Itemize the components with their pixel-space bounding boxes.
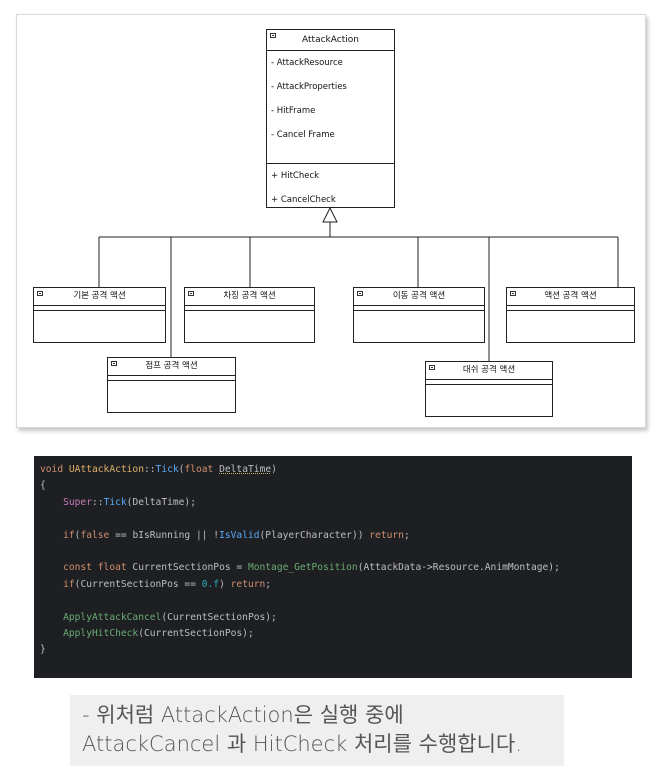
class-name: 이동 공격 액션 — [392, 291, 446, 301]
operation-item: + HitCheck — [271, 171, 320, 181]
attribute-item: - Cancel Frame — [271, 130, 335, 140]
collapse-icon — [188, 291, 194, 296]
class-header: 차징 공격 액션 — [185, 288, 314, 305]
operations-section — [426, 384, 552, 385]
attributes-section: - AttackResource - AttackProperties - Hi… — [267, 50, 394, 163]
code-line: ApplyAttackCancel(CurrentSectionPos); — [63, 611, 277, 623]
class-header: 액션 공격 액션 — [507, 288, 634, 305]
class-name: 기본 공격 액션 — [73, 291, 126, 301]
collapse-icon — [270, 33, 276, 38]
class-action-attack: 액션 공격 액션 — [506, 287, 635, 343]
operations-section — [354, 310, 484, 311]
code-line: ApplyHitCheck(CurrentSectionPos); — [63, 627, 254, 639]
inheritance-connectors — [98, 206, 619, 361]
collapse-icon — [37, 291, 43, 296]
code-block: void UAttackAction::Tick(float DeltaTime… — [34, 456, 632, 678]
attribute-item: - AttackProperties — [271, 82, 347, 92]
class-diagram: AttackAction - AttackResource - AttackPr… — [16, 14, 646, 428]
class-charge-attack: 차징 공격 액션 — [184, 287, 315, 343]
attributes-section — [34, 305, 165, 310]
operations-section — [185, 310, 314, 311]
class-header: 점프 공격 액션 — [108, 358, 235, 375]
code-line — [40, 593, 632, 609]
caption-line: - 위처럼 AttackAction은 실행 중에 — [82, 703, 404, 727]
class-name: AttackAction — [302, 35, 359, 45]
code-line: } — [40, 644, 46, 656]
class-dash-attack: 대쉬 공격 액션 — [425, 361, 553, 417]
collapse-icon — [429, 365, 435, 370]
attributes-section — [108, 375, 235, 380]
attribute-item: - AttackResource — [271, 58, 343, 68]
attributes-section — [507, 305, 634, 310]
caption-line: AttackCancel 과 HitCheck 처리를 수행합니다. — [82, 732, 522, 756]
operation-item: + CancelCheck — [271, 195, 336, 205]
class-header: 기본 공격 액션 — [34, 288, 165, 305]
class-name: 액션 공격 액션 — [544, 291, 597, 301]
code-line: if(CurrentSectionPos == 0.f) return; — [63, 578, 272, 590]
class-name: 점프 공격 액션 — [145, 361, 198, 371]
class-move-attack: 이동 공격 액션 — [353, 287, 485, 343]
attribute-item: - HitFrame — [271, 106, 316, 116]
code-line — [40, 544, 632, 560]
attributes-section — [185, 305, 314, 310]
code-line: const float CurrentSectionPos = Montage_… — [63, 562, 560, 574]
code-line: void UAttackAction::Tick(float DeltaTime… — [40, 464, 277, 475]
class-header: AttackAction — [267, 30, 394, 50]
class-name: 대쉬 공격 액션 — [462, 365, 516, 375]
caption-box: - 위처럼 AttackAction은 실행 중에 AttackCancel 과… — [70, 695, 564, 766]
attributes-section — [426, 379, 552, 384]
class-basic-attack: 기본 공격 액션 — [33, 287, 166, 343]
class-attackaction: AttackAction - AttackResource - AttackPr… — [266, 29, 395, 208]
operations-section — [507, 310, 634, 311]
class-name: 차징 공격 액션 — [223, 291, 276, 301]
code-line: { — [40, 480, 46, 492]
class-header: 대쉬 공격 액션 — [426, 362, 552, 379]
class-header: 이동 공격 액션 — [354, 288, 484, 305]
attributes-section — [354, 305, 484, 310]
collapse-icon — [111, 361, 117, 366]
operations-section — [34, 310, 165, 311]
class-jump-attack: 점프 공격 액션 — [107, 357, 236, 413]
operations-section — [108, 380, 235, 381]
collapse-icon — [510, 291, 516, 296]
code-line: Super::Tick(DeltaTime); — [63, 496, 196, 508]
operations-section: + HitCheck + CancelCheck — [267, 163, 394, 214]
code-line — [40, 511, 632, 527]
collapse-icon — [357, 291, 363, 296]
code-line: if(false == bIsRunning || !IsValid(Playe… — [63, 529, 410, 541]
